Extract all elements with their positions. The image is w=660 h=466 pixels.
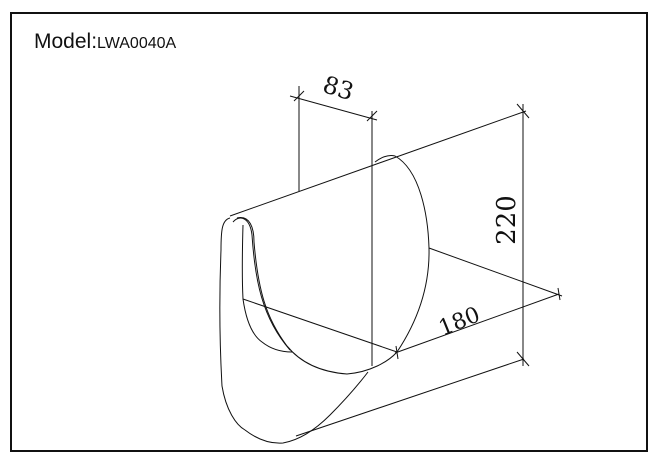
front-outline	[219, 217, 369, 444]
dim-83-tick	[366, 110, 378, 122]
dim-220-tick	[516, 103, 530, 119]
dim-180-tick	[557, 287, 561, 301]
inner-edge	[241, 224, 293, 353]
dim-220-tick	[516, 351, 530, 367]
back-face-outline	[236, 155, 430, 375]
dim-180-line	[394, 293, 560, 354]
model-label: Model:	[34, 30, 98, 53]
dim-180-ext-front	[242, 298, 398, 353]
rim-inner	[232, 217, 291, 351]
dim-83-line	[289, 95, 378, 121]
dim-180-tick	[395, 345, 399, 360]
bottom-edge-line	[295, 358, 525, 437]
model-number: LWA0040A	[97, 35, 177, 52]
dim-220-label: 220	[492, 195, 522, 245]
dim-180-label: 180	[435, 303, 483, 342]
dim-180-ext-back	[428, 247, 563, 297]
model-title: Model:LWA0040A	[34, 30, 176, 54]
drawing-frame	[10, 12, 648, 452]
top-edge-line	[229, 110, 527, 217]
dim-83-label: 83	[320, 70, 357, 106]
dim-83-tick	[293, 90, 305, 102]
